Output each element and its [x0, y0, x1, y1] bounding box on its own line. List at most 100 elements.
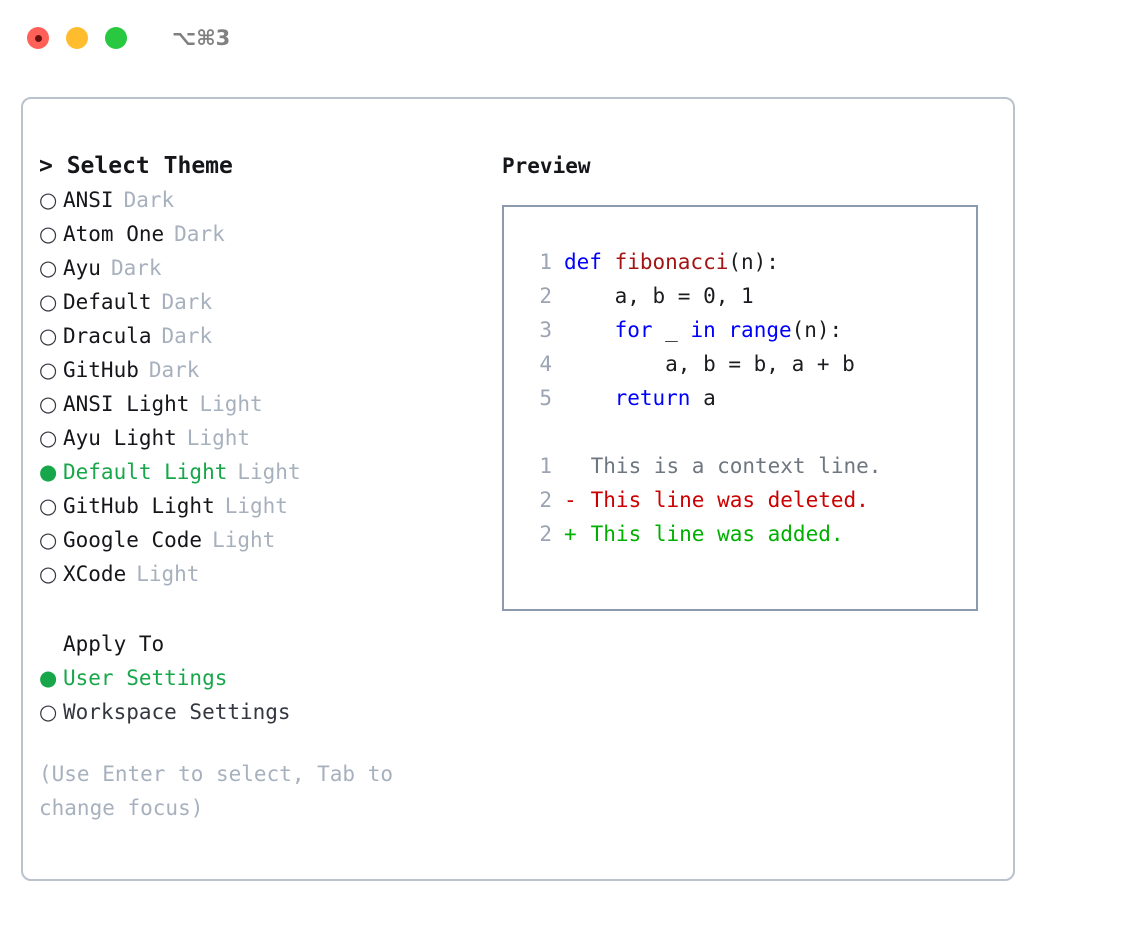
- radio-unselected-icon: ○: [39, 222, 58, 246]
- radio-unselected-icon: ○: [39, 562, 58, 586]
- close-icon: [34, 34, 42, 42]
- diff-text: This line was deleted.: [578, 488, 869, 512]
- theme-category-label: Light: [136, 562, 200, 586]
- theme-list-item[interactable]: ○ANSI Light Light: [39, 387, 499, 421]
- theme-list-header: > Select Theme: [39, 153, 233, 179]
- radio-unselected-icon: ○: [39, 700, 58, 724]
- minimize-button[interactable]: [66, 27, 88, 49]
- code-token: [564, 381, 615, 415]
- theme-list-item[interactable]: ○XCode Light: [39, 557, 499, 591]
- section-spacer: [39, 591, 499, 627]
- theme-name-label: Google Code: [63, 528, 203, 552]
- keyboard-shortcut-label: ⌥⌘3: [172, 26, 231, 50]
- code-token: a: [690, 386, 716, 410]
- code-line: 4 a, b = b, a + b: [526, 347, 976, 381]
- code-token: return: [614, 386, 691, 410]
- radio-unselected-icon: ○: [39, 290, 58, 314]
- theme-name-label: Ayu Light: [63, 426, 177, 450]
- diff-line: 2 + This line was added.: [526, 517, 976, 551]
- title-bar: ⌥⌘3: [0, 0, 1140, 76]
- radio-unselected-icon: ○: [39, 426, 58, 450]
- apply-to-label: User Settings: [63, 666, 228, 690]
- code-token: _: [652, 318, 691, 342]
- theme-name-label: Atom One: [63, 222, 165, 246]
- diff-line: 1 This is a context line.: [526, 449, 976, 483]
- line-number: 2: [539, 488, 552, 512]
- theme-list-item[interactable]: ○Atom One Dark: [39, 217, 499, 251]
- theme-name-label: XCode: [63, 562, 127, 586]
- code-token: def: [564, 250, 615, 274]
- code-line: 2 a, b = 0, 1: [526, 279, 976, 313]
- diff-preview: 1 This is a context line.2- This line wa…: [526, 449, 976, 551]
- diff-sign: -: [564, 488, 577, 512]
- code-line: 1 def fibonacci(n):: [526, 245, 976, 279]
- theme-list-item[interactable]: ○GitHub Dark: [39, 353, 499, 387]
- line-number: 4: [539, 352, 552, 376]
- theme-list-item[interactable]: ○ANSI Dark: [39, 183, 499, 217]
- radio-unselected-icon: ○: [39, 358, 58, 382]
- code-token: for: [614, 318, 653, 342]
- radio-unselected-icon: ○: [39, 392, 58, 416]
- maximize-button[interactable]: [105, 27, 127, 49]
- code-token: a, b = b, a + b: [564, 352, 855, 376]
- theme-name-label: Ayu: [63, 256, 101, 280]
- theme-category-label: Dark: [148, 358, 200, 382]
- code-token: range: [728, 318, 792, 342]
- code-token: in: [690, 318, 716, 342]
- theme-category-label: Light: [224, 494, 288, 518]
- line-number: 3: [539, 318, 552, 342]
- apply-to-label: Workspace Settings: [63, 700, 291, 724]
- line-number: 2: [539, 522, 552, 546]
- line-number: 1: [539, 250, 552, 274]
- close-button[interactable]: [27, 27, 49, 49]
- theme-category-label: Dark: [110, 256, 162, 280]
- diff-text: This is a context line.: [578, 454, 882, 478]
- theme-list-item[interactable]: ○Dracula Dark: [39, 319, 499, 353]
- code-token: (n):: [791, 318, 843, 342]
- radio-selected-icon: ●: [39, 460, 58, 484]
- theme-category-label: Dark: [161, 324, 213, 348]
- code-line: 5 return a: [526, 381, 976, 415]
- code-token: (n):: [728, 250, 779, 274]
- theme-name-label: Default Light: [63, 460, 228, 484]
- code-line: 3 for _ in range(n):: [526, 313, 976, 347]
- theme-list-item[interactable]: ○Ayu Dark: [39, 251, 499, 285]
- theme-category-label: Dark: [174, 222, 225, 246]
- theme-category-label: Light: [186, 426, 251, 450]
- theme-list-item[interactable]: ○Ayu Light Light: [39, 421, 499, 455]
- theme-name-label: Dracula: [63, 324, 152, 348]
- code-token: [564, 313, 615, 347]
- radio-unselected-icon: ○: [39, 256, 58, 280]
- theme-name-label: GitHub: [63, 358, 139, 382]
- diff-sign: +: [564, 522, 577, 546]
- apply-to-options: ●User Settings○Workspace Settings: [39, 661, 499, 729]
- apply-to-option[interactable]: ○Workspace Settings: [39, 695, 499, 729]
- theme-category-label: Dark: [161, 290, 213, 314]
- radio-unselected-icon: ○: [39, 324, 58, 348]
- diff-text: This line was added.: [578, 522, 844, 546]
- radio-unselected-icon: ○: [39, 528, 58, 552]
- code-token: a, b = 0, 1: [564, 284, 754, 308]
- keyboard-hint-text: (Use Enter to select, Tab to change focu…: [39, 762, 394, 820]
- theme-category-label: Light: [199, 392, 263, 416]
- theme-category-label: Dark: [123, 188, 175, 212]
- diff-line: 2- This line was deleted.: [526, 483, 976, 517]
- radio-unselected-icon: ○: [39, 188, 58, 212]
- theme-name-label: ANSI Light: [63, 392, 190, 416]
- theme-name-label: ANSI: [63, 188, 114, 212]
- radio-unselected-icon: ○: [39, 494, 58, 518]
- apply-to-header: Apply To: [63, 632, 165, 656]
- code-token: fibonacci: [614, 250, 729, 274]
- apply-to-option[interactable]: ●User Settings: [39, 661, 499, 695]
